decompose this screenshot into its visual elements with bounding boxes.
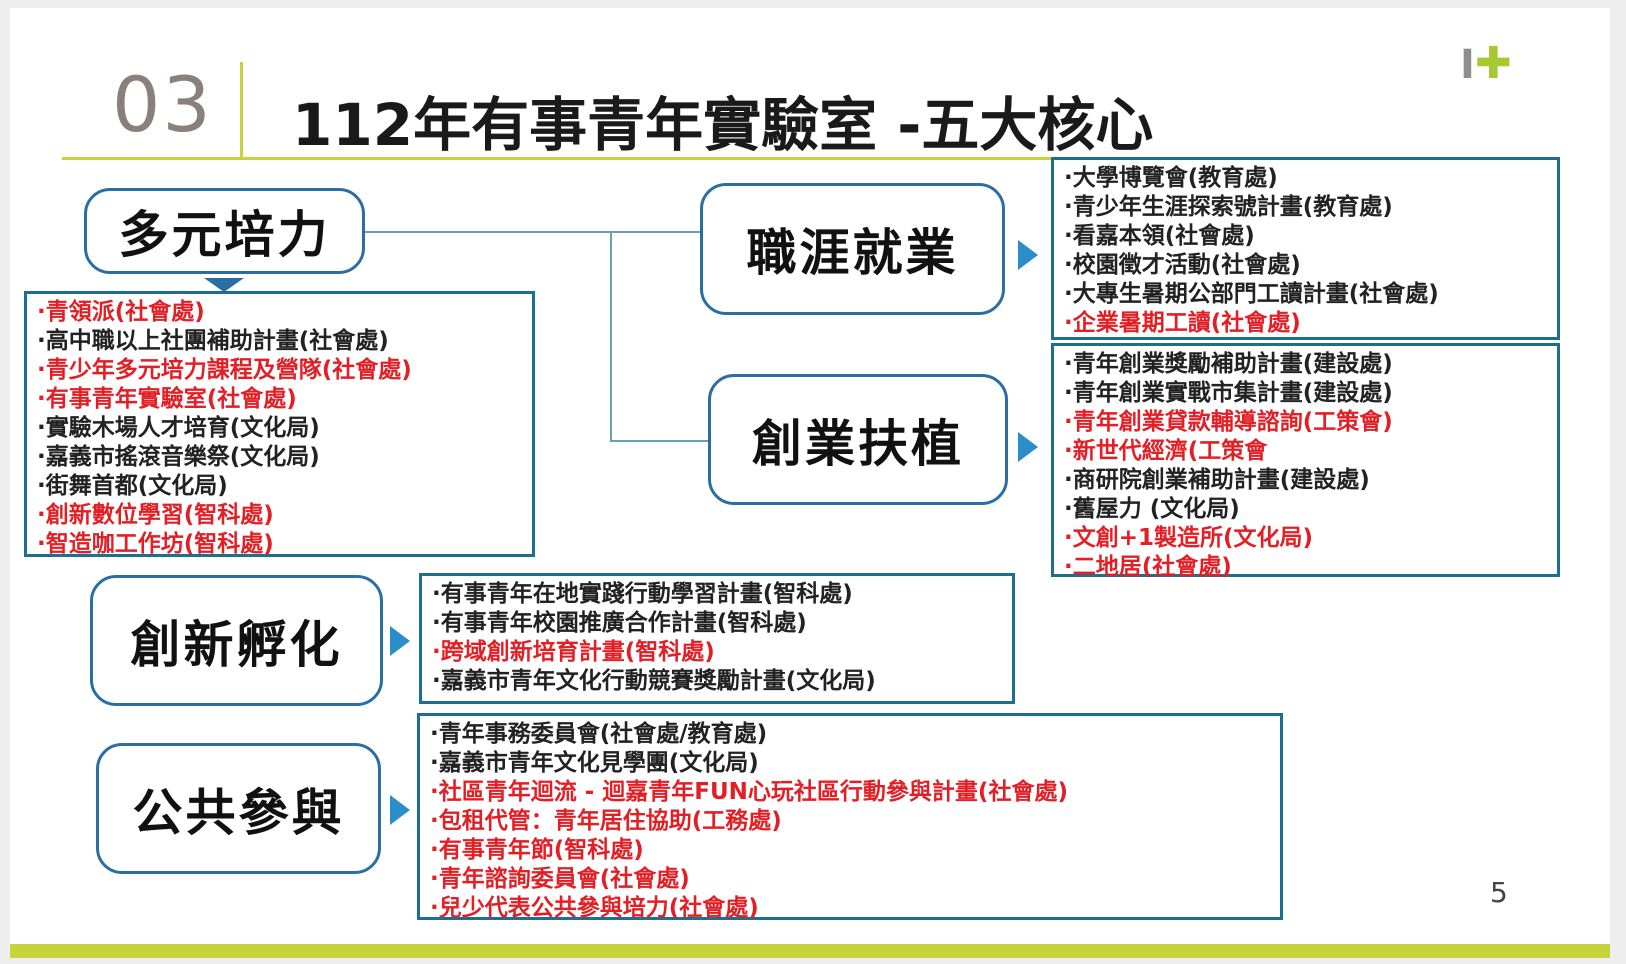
core-public-list: ·青年事務委員會(社會處/教育處) ·嘉義市青年文化見學團(文化局) ·社區青年迴流… — [417, 713, 1283, 921]
list-item: ·青少年生涯探索號計畫(教育處) — [1064, 194, 1393, 220]
page-number: 5 — [1490, 876, 1508, 909]
list-item: ·舊屋力 (文化局) — [1064, 496, 1240, 522]
list-item: ·嘉義市青年文化見學團(文化局) — [430, 750, 759, 776]
list-item: ·有事青年在地實踐行動學習計畫(智科處) — [432, 581, 853, 607]
list-item: ·青領派(社會處) — [37, 299, 205, 325]
logo-letter: I — [1460, 42, 1475, 88]
list-item: ·青年諮詢委員會(社會處) — [430, 866, 690, 892]
core-diverse-list: ·青領派(社會處) ·高中職以上社團補助計畫(社會處) ·青少年多元培力課程及營隊(… — [24, 291, 535, 557]
list-item: ·智造咖工作坊(智科處) — [37, 531, 274, 557]
plus-icon: ✚ — [1474, 38, 1512, 89]
header-underline — [62, 157, 1257, 160]
arrow-right-icon — [390, 626, 410, 656]
list-item: ·嘉義市青年文化行動競賽獎勵計畫(文化局) — [432, 668, 876, 694]
list-item: ·實驗木場人才培育(文化局) — [37, 415, 320, 441]
list-item: ·街舞首都(文化局) — [37, 473, 228, 499]
list-item: ·青年創業實戰市集計畫(建設處) — [1064, 380, 1393, 406]
list-item: ·青年事務委員會(社會處/教育處) — [430, 721, 768, 747]
list-item: ·青年創業貸款輔導諮詢(工策會) — [1064, 409, 1393, 435]
title-divider — [240, 62, 243, 157]
list-item: ·嘉義市搖滾音樂祭(文化局) — [37, 444, 320, 470]
list-item: ·社區青年迴流 - 迴嘉青年FUN心玩社區行動參與計畫(社會處) — [430, 779, 1068, 805]
arrow-right-icon — [1018, 432, 1038, 462]
list-item: ·兒少代表公共參與培力(社會處) — [430, 895, 759, 921]
page-title: 112年有事青年實驗室 -五大核心 — [292, 91, 1154, 159]
list-item: ·青年創業獎勵補助計畫(建設處) — [1064, 351, 1393, 377]
arrow-right-icon — [1018, 240, 1038, 270]
list-item: ·包租代管：青年居住協助(工務處) — [430, 808, 782, 834]
list-item: ·青少年多元培力課程及營隊(社會處) — [37, 357, 412, 383]
list-item: ·看嘉本領(社會處) — [1064, 223, 1255, 249]
list-item: ·跨域創新培育計畫(智科處) — [432, 639, 715, 665]
arrow-right-icon — [390, 795, 410, 825]
list-item: ·企業暑期工讀(社會處) — [1064, 310, 1301, 336]
logo: I✚ — [1460, 38, 1512, 89]
core-startup-label: 創業扶植 — [708, 374, 1008, 505]
core-public-label: 公共參與 — [96, 743, 381, 874]
section-number: 03 — [112, 60, 213, 149]
core-career-label: 職涯就業 — [700, 183, 1005, 315]
list-item: ·大專生暑期公部門工讀計畫(社會處) — [1064, 281, 1439, 307]
list-item: ·新世代經濟(工策會 — [1064, 438, 1268, 464]
list-item: ·大學博覽會(教育處) — [1064, 165, 1278, 191]
core-innovation-label: 創新孵化 — [90, 575, 383, 706]
list-item: ·高中職以上社團補助計畫(社會處) — [37, 328, 389, 354]
core-startup-list: ·青年創業獎勵補助計畫(建設處) ·青年創業實戰市集計畫(建設處) ·青年創業貸款輔… — [1051, 343, 1560, 580]
list-item: ·有事青年節(智科處) — [430, 837, 644, 863]
connector-line — [610, 231, 612, 441]
list-item: ·商研院創業補助計畫(建設處) — [1064, 467, 1370, 493]
list-item: ·校園徵才活動(社會處) — [1064, 252, 1301, 278]
list-item: ·有事青年實驗室(社會處) — [37, 386, 297, 412]
list-item: ·二地居(社會處) — [1064, 554, 1232, 580]
list-item: ·文創+1製造所(文化局) — [1064, 525, 1314, 551]
connector-line — [610, 440, 710, 442]
core-diverse-label: 多元培力 — [84, 188, 365, 274]
footer-bar — [10, 944, 1610, 958]
connector-line — [363, 231, 703, 233]
list-item: ·創新數位學習(智科處) — [37, 502, 274, 528]
list-item: ·有事青年校園推廣合作計畫(智科處) — [432, 610, 807, 636]
core-career-list: ·大學博覽會(教育處) ·青少年生涯探索號計畫(教育處) ·看嘉本領(社會處) ·校園… — [1051, 157, 1560, 340]
arrow-down-icon — [204, 278, 244, 292]
core-innovation-list: ·有事青年在地實踐行動學習計畫(智科處) ·有事青年校園推廣合作計畫(智科處) ·跨… — [419, 573, 1015, 704]
